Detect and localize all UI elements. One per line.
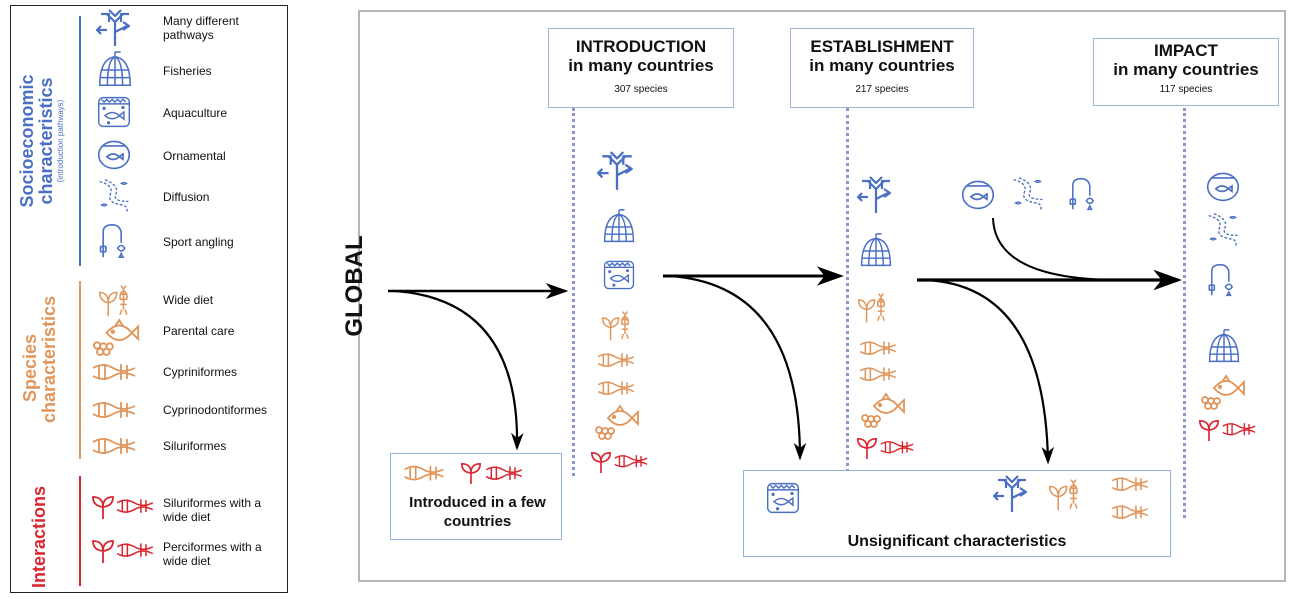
diagram-frame [358,10,1286,582]
legend-label-wide-diet: Wide diet [163,293,214,307]
interaction-leaf-icon [460,460,482,486]
cypriniformes-icon [596,350,636,372]
stage-line-introduction [572,108,575,476]
cyprinodontiformes-icon [596,378,636,400]
section-divider-species [79,281,81,459]
interaction-dna-icon [878,438,916,458]
interaction-dna-icon [612,452,650,472]
parental-care-icon [594,404,640,440]
few-countries-label: Introduced in a few countries [409,494,546,530]
fisheries-icon [601,208,637,246]
unsignificant-label: Unsignificant characteristics [847,533,1067,550]
aquaculture-icon [765,480,801,516]
stage-establishment-count: 217 species [855,84,909,95]
legend-label-perciformes-wide-diet: Perciformes with a wide diet [163,540,262,568]
fisheries-icon [858,232,894,270]
legend-panel: Socioeconomic characteristics (introduct… [10,5,288,593]
stage-introduction-title: INTRODUCTION [575,37,707,56]
ornamental-icon [960,176,996,212]
stage-impact-title: IMPACT [1154,41,1218,60]
wide-diet-icon [852,292,894,324]
interaction-dna-icon [1220,420,1258,440]
parental-care-icon [860,392,906,428]
cyprinodontiformes-icon [1110,502,1150,524]
cypriniformes-icon [1110,474,1150,496]
legend-label-sport-angling: Sport angling [163,235,234,249]
legend-label-siluriformes: Siluriformes [163,439,227,453]
stage-introduction-count: 307 species [614,84,668,95]
legend-label-ornamental: Ornamental [163,149,226,163]
sport-angling-icon [1066,174,1100,214]
stage-establishment-title: ESTABLISHMENT [810,37,954,56]
stage-introduction: INTRODUCTION in many countries 307 speci… [548,28,734,108]
legend-label-siluriformes-wide-diet: Siluriformes with a wide diet [163,496,262,524]
stage-impact-subtitle: in many countries [1113,60,1259,79]
siluriformes-icon [402,462,446,486]
legend-label-aquaculture: Aquaculture [163,106,228,120]
interaction-leaf-icon [1198,418,1220,442]
section-divider-interactions [79,476,81,586]
legend-label-many-pathways: Many different pathways [163,14,239,42]
fisheries-icon [1206,328,1242,366]
legend-label-cypriniformes: Cypriniformes [163,365,238,379]
arrow-ornamental-to-impact [992,217,1121,281]
wide-diet-icon [1044,478,1086,512]
legend-label-parental-care: Parental care [163,324,235,338]
stage-line-establishment [846,108,849,490]
arrow-to-few-countries [394,289,524,451]
many-pathways-icon [596,150,638,192]
wide-diet-icon [596,310,638,342]
aquaculture-icon [602,258,636,292]
stage-impact: IMPACT in many countries 117 species [1093,38,1279,106]
arrow-intro-unsignificant [669,274,807,461]
many-pathways-icon [992,474,1032,514]
cyprinodontiformes-icon [858,364,898,386]
section-divider-socioeconomic [79,16,81,266]
diffusion-icon [1010,176,1046,212]
many-pathways-icon [856,175,896,215]
interaction-leaf-icon [590,450,612,474]
unsignificant-box [743,470,1171,557]
interaction-leaf-icon [856,436,878,460]
diffusion-icon [1205,212,1241,248]
stage-introduction-subtitle: in many countries [568,56,714,75]
stage-impact-count: 117 species [1159,84,1213,95]
arrow-establishment-unsignificant [924,278,1055,465]
stage-establishment: ESTABLISHMENT in many countries 217 spec… [790,28,974,108]
sport-angling-icon [1205,260,1239,300]
stage-establishment-subtitle: in many countries [809,56,955,75]
ornamental-icon [1205,168,1241,204]
legend-label-cyprinodontiformes: Cyprinodontiformes [163,403,268,417]
stage-line-impact [1183,108,1186,518]
legend-label-fisheries: Fisheries [163,64,212,78]
cypriniformes-icon [858,338,898,360]
interaction-dna-icon [484,463,524,485]
parental-care-icon [1200,374,1246,410]
legend-label-diffusion: Diffusion [163,190,210,204]
